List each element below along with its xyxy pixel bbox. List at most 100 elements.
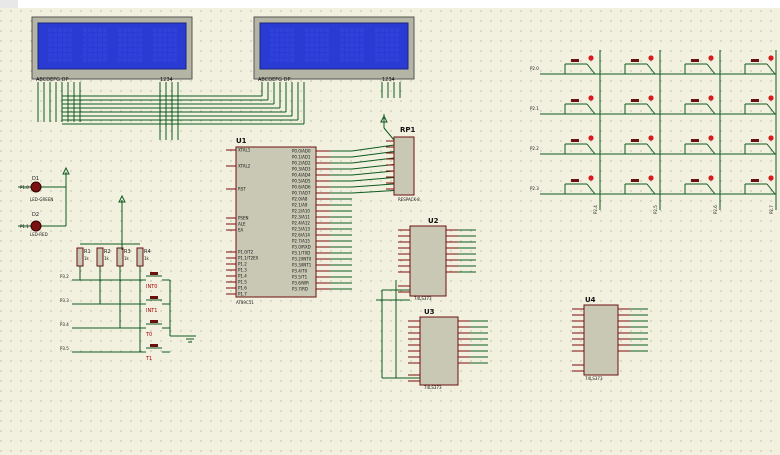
lcd-pixel [350, 43, 354, 47]
lcd-pixel [103, 43, 107, 47]
u4-type: 74LS373 [585, 376, 603, 381]
rp1-vcc-link [383, 127, 395, 141]
lcd-pixel [360, 38, 364, 42]
u3-type: 74LS373 [424, 385, 442, 390]
keypad-row-net: P2.0 [530, 66, 539, 71]
lcd-pixel [103, 53, 107, 57]
keypad-key[interactable] [684, 175, 716, 195]
keypad-key[interactable] [744, 95, 776, 115]
keypad-key[interactable] [564, 55, 596, 75]
lcd-pixel [173, 58, 177, 62]
lcd-pixel [63, 28, 67, 32]
u1-right-pin-label: P3.0/RXD [292, 245, 311, 250]
keypad-key[interactable] [684, 135, 716, 155]
lcd-pixel [285, 58, 289, 62]
u4-ref: U4 [585, 296, 596, 304]
keypad-key[interactable] [624, 55, 656, 75]
u1-rp1-wire [351, 151, 395, 158]
lcd-pixel [320, 58, 324, 62]
lcd-pixel [340, 43, 344, 47]
lcd-pixel [375, 28, 379, 32]
keypad-key[interactable] [744, 55, 776, 75]
lcd-pixel [355, 58, 359, 62]
lcd-pixel [315, 48, 319, 52]
keypad-key[interactable] [744, 135, 776, 155]
lcd-pixel [93, 43, 97, 47]
lcd-pixel [375, 48, 379, 52]
lcd-display-right[interactable]: ABCDEFG DP 1234 [253, 16, 415, 83]
keypad-key[interactable] [564, 175, 596, 195]
lcd-pixel [63, 48, 67, 52]
u2-latch[interactable]: U2 74LS373 [398, 217, 476, 301]
lcd-pixel [58, 33, 62, 37]
switch-label: INT1 [146, 308, 157, 314]
lcd-pixel [163, 38, 167, 42]
vcc-arrow-rp1 [380, 114, 388, 123]
keypad-key[interactable] [564, 135, 596, 155]
u1-microcontroller[interactable]: U1 AT89C51 XTAL1XTAL2RSTPSENALEEAP1.0/T2… [226, 137, 395, 305]
keypad-key[interactable] [624, 135, 656, 155]
lcd-pixel [355, 53, 359, 57]
lcd-pixel [103, 28, 107, 32]
lcd-pixel [68, 38, 72, 42]
keypad-key[interactable] [684, 55, 716, 75]
resistor-value: 1k [84, 256, 90, 261]
u4-latch[interactable]: U4 74LS373 [572, 296, 648, 381]
lcd-pixel [385, 28, 389, 32]
lcd-pixel [275, 53, 279, 57]
lcd-pixel [340, 48, 344, 52]
keypad-key[interactable] [564, 95, 596, 115]
lcd-pixel [123, 38, 127, 42]
lcd-pixel [305, 48, 309, 52]
lcd-pixel [48, 48, 52, 52]
rp1-resistor-pack[interactable]: RP1 RESPACK-8 [386, 126, 420, 202]
switch-label: T0 [145, 332, 152, 338]
lcd-pixel [93, 33, 97, 37]
switch-t0[interactable]: P3.4T0 [60, 320, 170, 338]
lcd-pixel [158, 38, 162, 42]
lcd-pixel [83, 43, 87, 47]
window-top-strip [0, 0, 780, 8]
lcd-display-left[interactable]: ABCDEFG DP 1234 [31, 16, 193, 83]
u1-left-pin-label: P1.5 [238, 280, 247, 285]
lcd-pixel [93, 53, 97, 57]
lcd-pixel [118, 48, 122, 52]
lcd-pixel [340, 33, 344, 37]
lcd-pixel [340, 58, 344, 62]
lcd-pixel [168, 58, 172, 62]
keypad-key[interactable] [744, 175, 776, 195]
lcd-pixel [158, 33, 162, 37]
lcd-pixel [168, 28, 172, 32]
switch-t1[interactable]: P3.5T1 [60, 344, 170, 362]
lcd-pixel [285, 53, 289, 57]
keypad-key[interactable] [624, 95, 656, 115]
lcd-pixel [360, 48, 364, 52]
lcd-pixel [173, 48, 177, 52]
led-d1[interactable]: D1 LED-GREEN P1.0 [18, 176, 66, 202]
lcd-pixel [345, 53, 349, 57]
lcd-pixel [128, 48, 132, 52]
keypad-key[interactable] [624, 175, 656, 195]
switch-net: P3.5 [60, 346, 69, 351]
lcd-pixel [350, 53, 354, 57]
lcd-pixel [270, 43, 274, 47]
lcd-pixel [98, 28, 102, 32]
lcd-pixel [118, 43, 122, 47]
lcd-pixel [275, 43, 279, 47]
keypad-key[interactable] [684, 95, 716, 115]
lcd-pixel [53, 33, 57, 37]
led-d1-ref: D1 [32, 176, 39, 182]
lcd-pixel [305, 28, 309, 32]
lcd-pixel [385, 33, 389, 37]
lcd-pixel [275, 38, 279, 42]
led-d2[interactable]: D2 LED-RED P1.1 [18, 212, 66, 237]
u3-latch[interactable]: U3 74LS373 [408, 308, 488, 390]
lcd-pixel [168, 38, 172, 42]
